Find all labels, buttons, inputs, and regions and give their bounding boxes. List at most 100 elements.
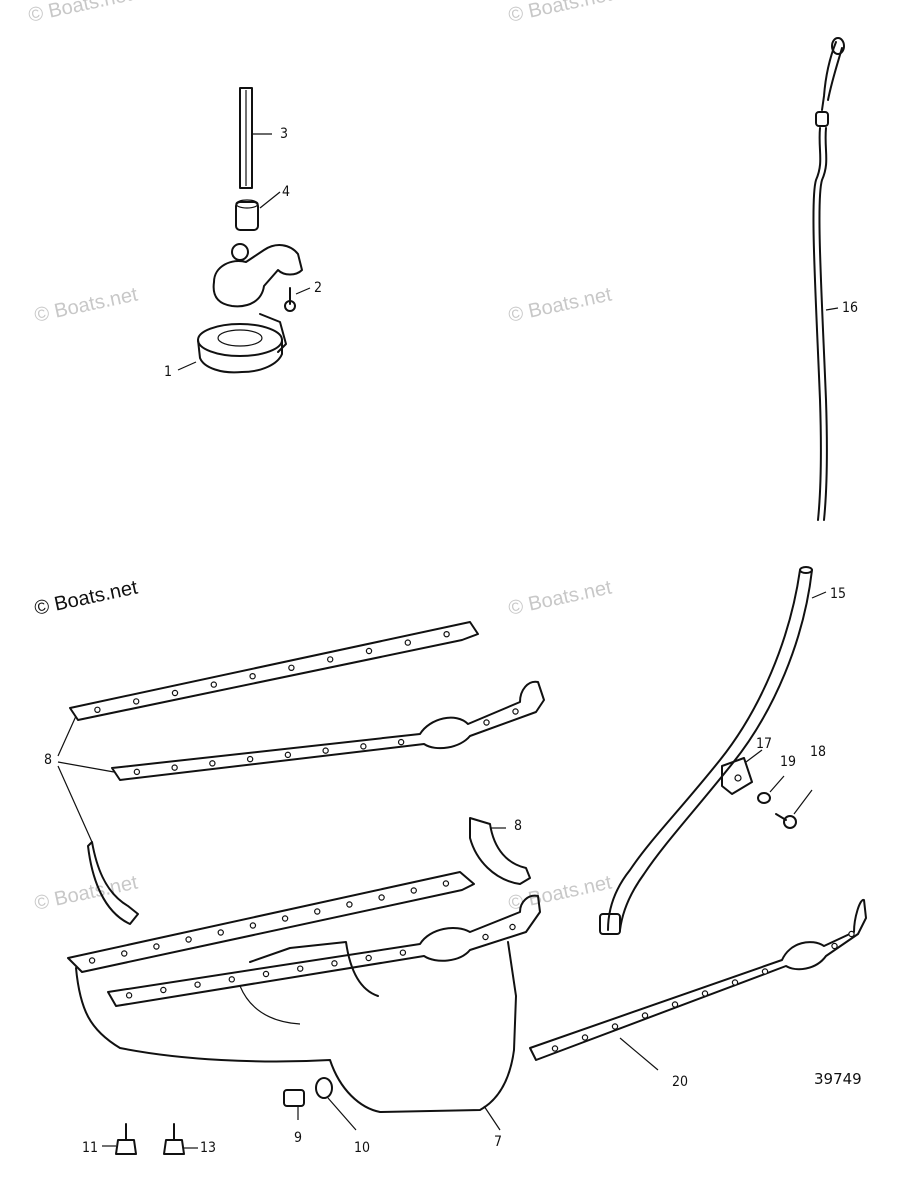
gasket-bolt-hole [378,894,385,901]
gasket-bolt-hole [185,936,192,943]
gasket-bolt-hole [671,1001,679,1008]
callout-16: 16 [842,300,858,316]
watermark-center-bottom: © Boats.net [506,871,614,914]
gasket-bolt-hole [701,990,709,997]
gasket-bolt-hole [512,708,519,715]
watermark-center-lower: © Boats.net [506,576,614,619]
callout-18: 18 [810,744,826,760]
gasket-bolt-hole [551,1045,559,1052]
callout-11: 11 [82,1140,98,1156]
callout-13: 13 [200,1140,216,1156]
gasket-bolt-hole [249,673,256,680]
gasket-bolt-hole [228,976,235,983]
gasket-bolt-hole [125,992,133,999]
callout-3: 3 [280,126,288,142]
leader-lines [57,715,506,1131]
gasket-bolt-hole [322,747,329,754]
gasket-bolt-hole [171,689,179,697]
callout-7: 7 [494,1134,502,1150]
part-oil-pickup [177,243,303,374]
gasket-bolt-hole [346,901,353,908]
part-drain-gasket [315,1077,357,1131]
gasket-bolt-hole [262,970,270,978]
callout-labels: 3 4 2 1 16 15 17 19 18 8 8 7 20 9 10 11 … [44,126,858,1156]
watermark-center-mid: © Boats.net [506,283,614,326]
callout-8-left: 8 [44,752,52,768]
part-drain-plug [283,1089,305,1120]
gasket-bolt-hole [509,923,516,931]
gasket-bolt-hole [611,1023,619,1030]
part-dipstick [812,37,845,521]
callout-10: 10 [354,1140,370,1156]
gasket-bolt-hole [848,930,855,938]
gasket-bolt-hole [831,942,838,950]
gasket-bolt-hole [194,981,201,988]
watermark-left-mid: © Boats.net [32,283,140,326]
figure-number: 39749 [814,1070,862,1088]
part-bolt-11 [102,1123,137,1155]
gasket-bolt-hole [443,631,450,638]
gasket-bolt-hole [132,698,140,705]
part-screw [284,287,311,312]
gasket-bolt-hole [482,933,489,941]
callout-15: 15 [830,586,846,602]
gasket-bolt-hole [399,949,407,956]
watermark-left-bottom: © Boats.net [32,871,140,914]
gasket-bolt-hole [314,908,321,915]
gasket-bolt-hole [331,960,338,967]
gasket-bolt-hole [581,1034,589,1041]
gasket-bolt-hole [731,979,739,986]
callout-4: 4 [282,184,290,200]
callout-20: 20 [672,1074,688,1090]
gasket-bolt-hole [281,915,289,922]
part-bushing [235,191,281,231]
gasket-bolt-hole [442,880,450,887]
gasket-bolt-hole [365,647,373,655]
gasket-bolt-hole [121,950,128,957]
gasket-bolt-hole [288,664,295,672]
gasket-bolt-hole [360,743,367,750]
gasket-bolt-hole [284,751,292,759]
gasket-bolt-hole [365,954,372,962]
part-shaft [239,87,272,189]
part-oil-pan [67,871,541,1113]
gasket-bolt-hole [249,922,257,929]
part-front-seal [469,817,531,885]
gasket-bolt-hole [327,656,334,663]
gasket-bolt-hole [88,957,96,964]
part-pan-gasket [529,899,867,1071]
gasket-bolt-hole [133,768,141,776]
callout-8-right: 8 [514,818,522,834]
part-bolt [775,789,813,829]
watermark-left-strong: © Boats.net [32,576,140,619]
gasket-bolt-holes [88,631,855,1052]
callout-9: 9 [294,1130,302,1146]
gasket-bolt-hole [217,929,224,936]
watermark-top-center: © Boats.net [506,0,614,27]
gasket-bolt-hole [94,706,101,714]
part-clip [721,749,763,795]
callout-2: 2 [314,280,322,296]
part-gasket-left-rail [69,621,479,721]
gasket-bolt-hole [210,681,217,688]
gasket-bolt-hole [297,965,304,972]
part-gasket-right-rail [111,680,545,781]
gasket-bolt-hole [209,760,216,767]
part-rear-seal [87,841,139,925]
gasket-bolt-hole [761,968,769,975]
watermark-group: © Boats.net © Boats.net © Boats.net © Bo… [26,0,614,915]
gasket-bolt-hole [153,943,160,950]
gasket-bolt-hole [483,719,490,726]
gasket-bolt-hole [410,887,417,894]
gasket-bolt-hole [404,639,411,646]
callout-1: 1 [164,364,172,380]
part-bolt-13 [163,1123,198,1155]
gasket-bolt-hole [160,986,167,994]
gasket-bolt-hole [397,738,405,746]
gasket-bolt-hole [641,1012,649,1019]
callout-19: 19 [780,754,796,770]
watermark-top-left: © Boats.net [26,0,134,27]
part-dipstick-tube [599,566,827,935]
callout-17: 17 [756,736,772,752]
